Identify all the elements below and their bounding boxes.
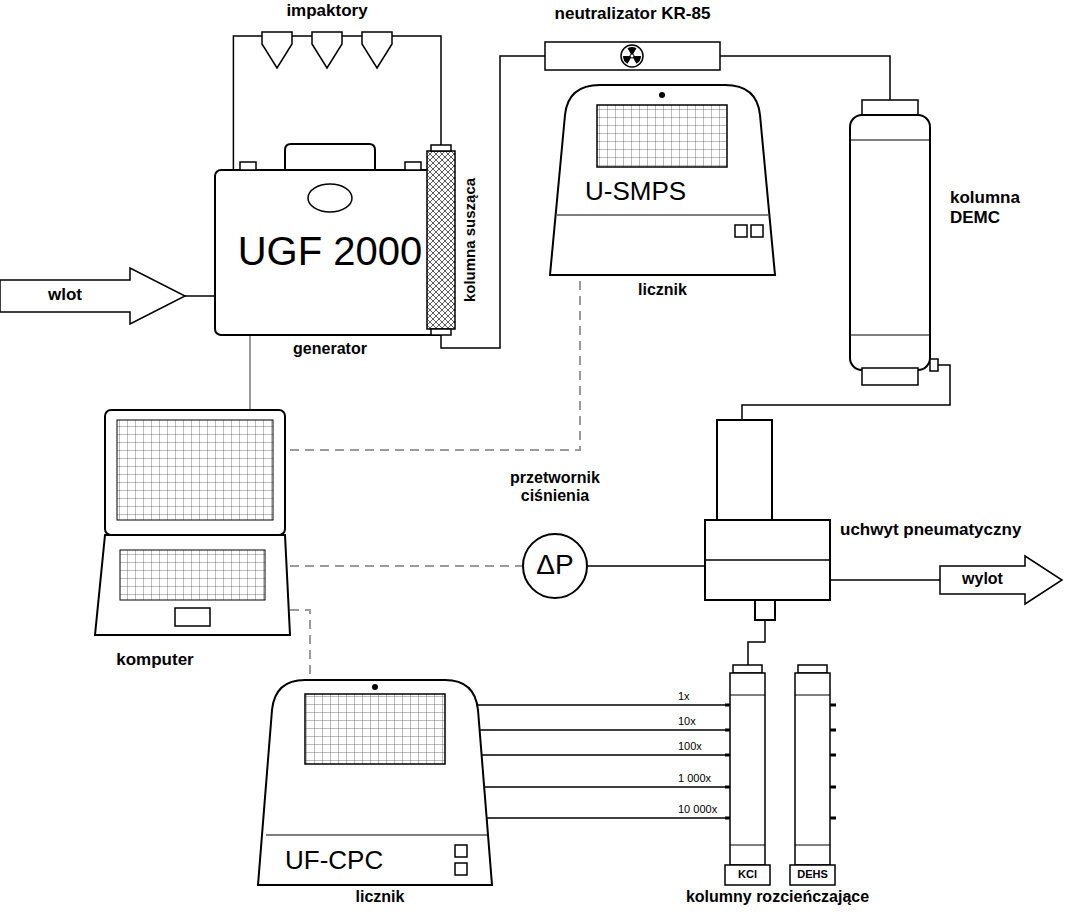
connector — [392, 36, 441, 145]
equipment-drawing — [95, 410, 290, 640]
node-label: licznik — [535, 281, 790, 299]
dilution-column: DEHS — [790, 665, 835, 885]
connector — [588, 565, 705, 567]
equipment-drawing — [427, 145, 455, 335]
pneumatic-holder: uchwyt pneumatyczny — [705, 420, 830, 620]
equipment-drawing — [0, 268, 185, 324]
node-label: ΔP — [522, 549, 588, 581]
pressure-transducer: przetwornik ciśnieniaΔP — [522, 533, 588, 599]
equipment-drawing — [262, 28, 392, 68]
connector — [500, 704, 725, 706]
node-label: kolumny rozcieńczające — [650, 888, 905, 906]
node-label: wylot — [940, 570, 1025, 588]
dma-column: kolumna DEMC — [850, 100, 930, 385]
dilution-column: KCl — [725, 665, 770, 885]
node-label: UGF 2000 — [215, 228, 445, 274]
node-label: przetwornik ciśnienia — [492, 469, 618, 506]
outlet-arrow: wylot — [940, 556, 1062, 604]
connector — [233, 36, 262, 170]
connector — [290, 565, 522, 567]
equipment-drawing — [725, 665, 770, 885]
impactor-group: impaktory — [262, 28, 392, 68]
laptop-computer: komputer — [95, 410, 290, 640]
ufcpc-counter: UF-CPClicznik — [250, 680, 500, 885]
node-label: generator — [215, 340, 445, 358]
connector — [441, 56, 545, 348]
connector — [748, 620, 765, 665]
connector — [249, 335, 251, 410]
node-label: licznik — [330, 888, 430, 906]
kr85-neutralizer: neutralizator KR-85 — [545, 42, 720, 70]
node-label: kolumna DEMC — [950, 188, 1060, 227]
node-label: UF-CPC — [285, 846, 435, 876]
connector — [290, 610, 310, 680]
dilution-label: 100x — [676, 740, 704, 753]
node-label: kolumna susząca — [461, 145, 478, 335]
dilution-label: 1x — [676, 690, 692, 703]
node-label: neutralizator KR-85 — [515, 4, 750, 24]
dilution-label: 10x — [676, 715, 698, 728]
drying-column: kolumna susząca — [427, 145, 455, 335]
node-label: komputer — [95, 650, 215, 670]
equipment-drawing — [790, 665, 835, 885]
smps-counter: U-SMPSlicznik — [535, 85, 790, 275]
equipment-drawing — [850, 100, 930, 385]
connector — [500, 729, 725, 731]
inlet-arrow: wlot — [0, 268, 185, 324]
dilution-label: 10 000x — [676, 803, 719, 816]
connector — [185, 295, 215, 297]
dilution-label: 1 000x — [676, 772, 713, 785]
equipment-drawing — [705, 420, 830, 620]
connector — [742, 365, 950, 420]
node-label: DEHS — [790, 868, 835, 881]
connector — [500, 817, 725, 819]
node-label: wlot — [0, 285, 130, 305]
connector — [500, 786, 725, 788]
equipment-drawing — [545, 42, 720, 70]
connector — [500, 754, 725, 756]
connector — [830, 579, 940, 581]
node-label: KCl — [725, 868, 770, 881]
node-label: uchwyt pneumatyczny — [840, 520, 1060, 540]
node-label: impaktory — [257, 1, 397, 21]
aerosol-generator: UGF 2000generator — [215, 170, 445, 335]
node-label: U-SMPS — [585, 177, 745, 207]
